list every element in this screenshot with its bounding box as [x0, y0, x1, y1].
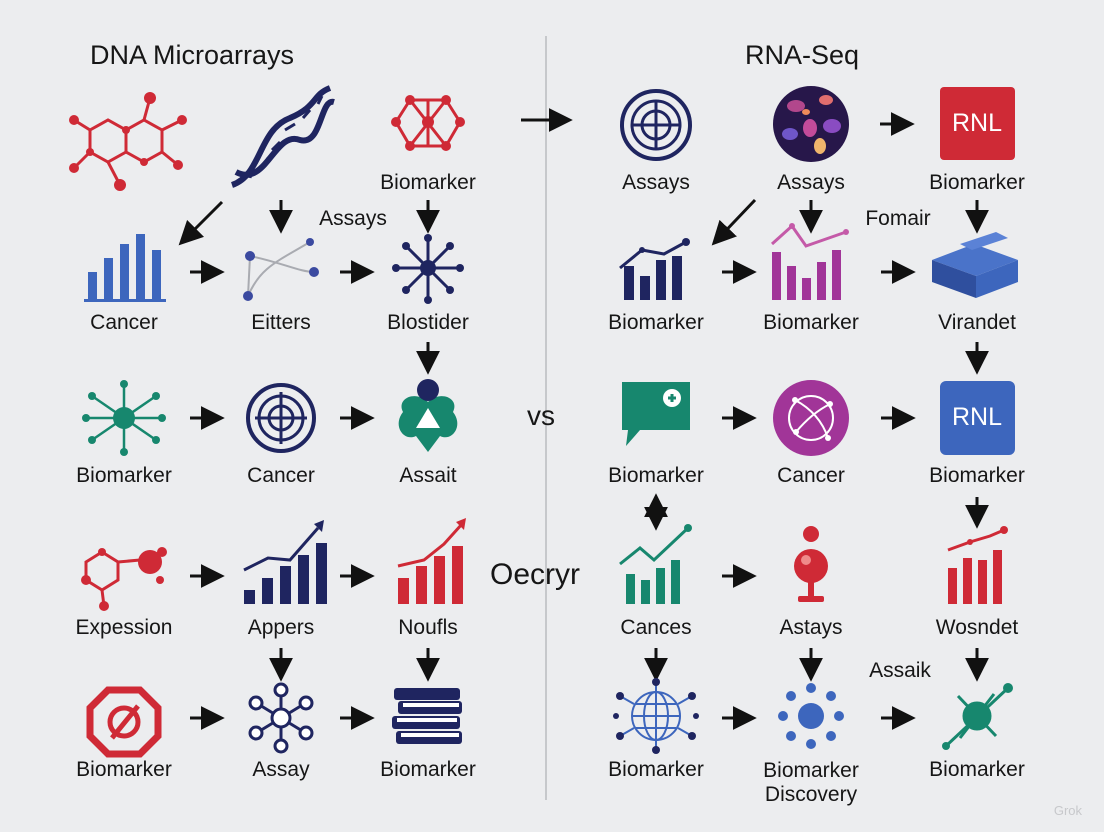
magenta-network-icon: [773, 380, 849, 456]
node-label: Biomarker: [763, 311, 859, 334]
node-label: Biomarker: [929, 464, 1025, 487]
bacteria-icon: [942, 683, 1013, 750]
molecule-icon: [69, 92, 187, 191]
node-label: Biomarker: [929, 171, 1025, 194]
left-title: DNA Microarrays: [90, 40, 295, 70]
speech-bubble-icon: [622, 382, 690, 446]
magenta-chart-icon: [770, 223, 849, 300]
dot-ring-icon: [778, 683, 844, 749]
node-label: Cancer: [90, 311, 158, 334]
arrow: [711, 198, 757, 246]
node-label: Cancer: [777, 464, 845, 487]
node-label: Virandet: [938, 311, 1016, 334]
node-label: Blostider: [387, 311, 469, 334]
bar-chart-icon: [84, 234, 166, 302]
node-label: Assait: [399, 464, 457, 487]
teal-chart-icon: [619, 524, 692, 604]
rnl-badge-blue: [940, 381, 1015, 455]
node-label: Wosndet: [935, 616, 1019, 639]
floating-assaik-label: Assaik: [869, 659, 931, 682]
target-icon: [246, 383, 316, 453]
rnl-badge-red: [940, 87, 1015, 160]
microphone-icon: [794, 526, 828, 602]
cells-icon: [773, 86, 849, 162]
books-icon: [392, 688, 462, 744]
node-label: Biomarker: [380, 758, 476, 781]
scatter-network-icon: [243, 238, 319, 301]
node-label: Astays: [779, 616, 843, 639]
rnl-badge-text: RNL: [951, 403, 1003, 431]
node-label: Biomarker: [608, 311, 704, 334]
rnl-badge-text: RNL: [951, 109, 1003, 137]
node-label: Eitters: [251, 311, 311, 334]
node-label: Biomarker: [608, 758, 704, 781]
box-3d-icon: [932, 232, 1018, 298]
floating-assays-label: Assays: [319, 207, 387, 230]
target-icon: [620, 89, 692, 161]
trend-bar-chart-icon: [619, 238, 690, 300]
node-label: Biomarker: [929, 758, 1025, 781]
node-label: Cancer: [247, 464, 315, 487]
right-title: RNA-Seq: [745, 40, 860, 70]
hex-network-icon: [391, 95, 465, 151]
no-symbol-icon: [86, 686, 162, 758]
middle-label: Oecryr: [490, 558, 580, 591]
node-label: Expession: [75, 616, 173, 639]
floating-fomair-label: Fomair: [865, 207, 931, 230]
node-label: Assays: [777, 171, 845, 194]
trend-chart-icon: [243, 520, 327, 604]
node-network-icon: [392, 234, 464, 304]
red-trend-chart-icon: [397, 518, 466, 604]
node-label: Biomarker: [380, 171, 476, 194]
node-label: Biomarker Discovery: [763, 759, 859, 806]
node-label: Biomarker: [608, 464, 704, 487]
node-label: Biomarker: [76, 464, 172, 487]
teal-network-icon: [82, 380, 166, 456]
globe-network-icon: [613, 678, 699, 754]
watermark: Grok: [1053, 803, 1082, 818]
vs-label: vs: [527, 400, 555, 431]
node-label: Assays: [622, 171, 690, 194]
person-blob-icon: [398, 379, 458, 452]
arrows: [178, 108, 989, 730]
red-molecule-icon: [81, 547, 167, 611]
node-label: Assay: [252, 758, 310, 781]
node-label: Cances: [620, 616, 692, 639]
node-label: Biomarker: [76, 758, 172, 781]
molecular-network-icon: [248, 682, 314, 754]
dna-helix-icon: [230, 85, 335, 188]
node-label: Appers: [247, 616, 315, 639]
arrow: [178, 200, 224, 246]
node-label: Noufls: [398, 616, 458, 639]
red-bar-chart-icon: [947, 526, 1008, 604]
